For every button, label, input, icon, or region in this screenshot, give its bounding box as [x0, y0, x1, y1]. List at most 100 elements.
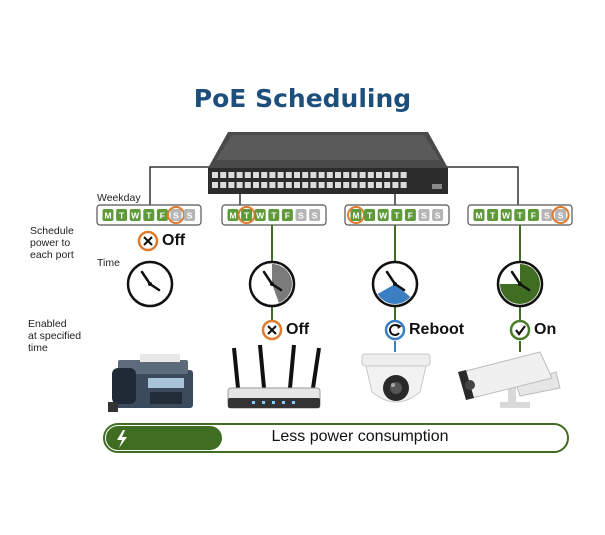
x-circle-icon	[261, 319, 283, 341]
day-letter: W	[256, 211, 265, 221]
switch-port	[384, 172, 391, 178]
switch-port	[236, 182, 243, 188]
day-letter: S	[421, 211, 427, 221]
selected-day-ring	[551, 206, 570, 224]
day-letter: W	[131, 211, 140, 221]
connector-lines	[149, 166, 519, 205]
clock-icon	[371, 260, 419, 308]
day-box	[514, 209, 526, 221]
switch-port	[228, 172, 235, 178]
network-switch-icon	[208, 132, 448, 194]
day-letter: M	[475, 211, 482, 221]
switch-port	[228, 182, 235, 188]
enabled-label: Enabled at specified time	[28, 318, 81, 354]
switch-port	[277, 172, 284, 178]
switch-port	[343, 172, 350, 178]
day-box	[364, 209, 376, 221]
day-box	[418, 209, 430, 221]
switch-port	[294, 182, 300, 188]
day-letter: S	[298, 211, 304, 221]
switch-port	[253, 172, 259, 178]
switch-port	[318, 172, 325, 178]
port-connectors	[271, 225, 521, 352]
page-title: PoE Scheduling	[193, 84, 412, 113]
bullet-camera-icon	[458, 351, 561, 408]
switch-port	[359, 172, 366, 178]
switch-port	[277, 182, 284, 188]
day-letter: S	[312, 211, 318, 221]
switch-port	[302, 172, 309, 178]
switch-port	[220, 182, 227, 188]
day-letter: S	[544, 211, 550, 221]
fax-phone-icon	[108, 354, 193, 412]
schedule-label: Schedule power to each port	[30, 225, 74, 261]
switch-port	[269, 182, 276, 188]
x-circle-icon	[137, 230, 159, 252]
day-letter: M	[104, 211, 111, 221]
switch-port	[335, 182, 341, 188]
footer-text: Less power consumption	[271, 428, 449, 445]
day-box	[500, 209, 512, 221]
clock-icon	[248, 260, 296, 308]
switch-port	[376, 172, 382, 178]
day-box	[377, 209, 389, 221]
switch-port	[244, 182, 251, 188]
clock-fill	[377, 284, 411, 304]
day-letter: M	[352, 211, 359, 221]
status-label: On	[534, 321, 557, 338]
switch-port	[384, 182, 391, 188]
day-box	[527, 209, 539, 221]
enabled-label-line: at specified	[28, 330, 82, 342]
day-box	[143, 209, 155, 221]
switch-port	[269, 172, 276, 178]
schedule-label-line: each port	[30, 249, 74, 261]
switch-port	[261, 172, 268, 178]
day-box	[350, 209, 362, 221]
dome-camera-icon	[361, 353, 431, 403]
day-letter: W	[502, 211, 511, 221]
day-box	[170, 209, 182, 221]
selected-day-ring	[167, 206, 185, 224]
day-box	[241, 209, 253, 221]
day-box	[254, 209, 266, 221]
day-box	[102, 209, 114, 221]
day-box	[281, 209, 293, 221]
day-letter: W	[379, 211, 388, 221]
switch-port	[294, 172, 300, 178]
weekday-label: Weekday	[97, 192, 141, 204]
schedule-label-line: power to	[30, 237, 71, 249]
day-letter: T	[490, 211, 496, 221]
enabled-label-line: time	[28, 342, 48, 354]
day-letter: T	[367, 211, 373, 221]
selected-day-ring	[237, 206, 256, 224]
switch-port	[376, 182, 382, 188]
switch-port	[310, 172, 317, 178]
time-label: Time	[97, 257, 120, 269]
day-box	[391, 209, 403, 221]
switch-port	[392, 172, 399, 178]
day-box	[129, 209, 141, 221]
status-label: Off	[286, 321, 310, 338]
router-icon	[227, 344, 321, 409]
day-box	[541, 209, 553, 221]
day-box	[487, 209, 499, 221]
enabled-label-line: Enabled	[28, 318, 67, 330]
status-label: Off	[162, 232, 186, 249]
day-box	[432, 209, 444, 221]
day-letter: T	[394, 211, 400, 221]
day-letter: S	[173, 211, 179, 221]
switch-port	[253, 182, 259, 188]
day-box	[309, 209, 321, 221]
switch-port	[285, 182, 292, 188]
clock-icon	[126, 260, 174, 308]
day-letter: T	[146, 211, 152, 221]
switch-port	[318, 182, 325, 188]
day-letter: F	[285, 211, 290, 221]
switch-port	[351, 182, 358, 188]
day-box	[227, 209, 239, 221]
switch-port	[302, 182, 309, 188]
